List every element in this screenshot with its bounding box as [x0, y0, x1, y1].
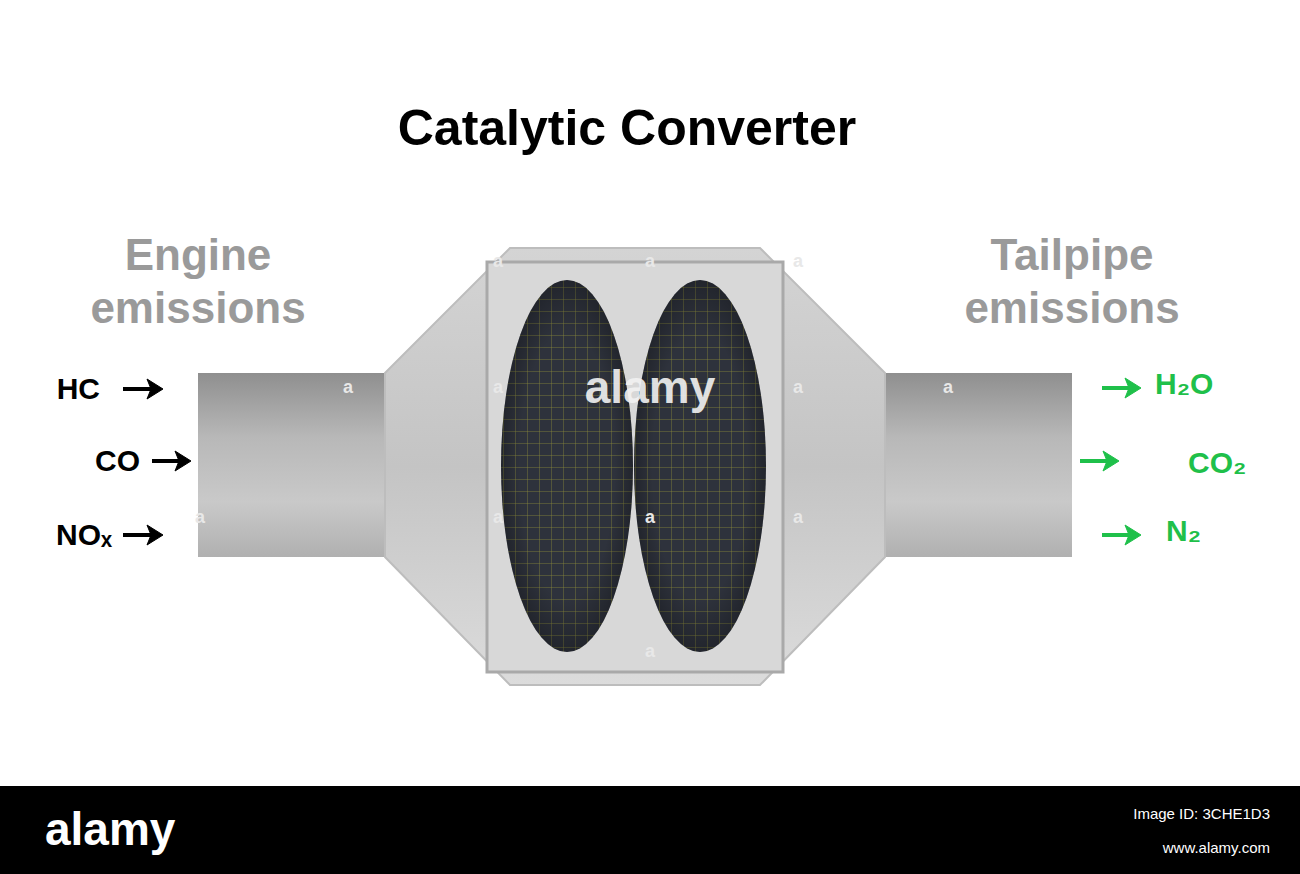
- watermark: a: [943, 377, 953, 399]
- watermark: a: [493, 251, 503, 273]
- catalyst-shade: [634, 280, 766, 652]
- watermark: a: [793, 507, 803, 529]
- gas-label: NOₓ: [56, 517, 112, 553]
- section-heading: Tailpipe emissions: [937, 229, 1207, 335]
- diagram-title: Catalytic Converter: [398, 98, 857, 158]
- gas-label: HC: [57, 371, 100, 407]
- watermark: a: [343, 377, 353, 399]
- catalyst-element: [501, 280, 633, 652]
- watermark: a: [493, 507, 503, 529]
- outlet-pipe: [872, 373, 1072, 557]
- inlet-pipe: [198, 373, 398, 557]
- converter-housing: [385, 248, 885, 685]
- watermark: a: [793, 377, 803, 399]
- watermark: a: [645, 507, 655, 529]
- watermark: a: [645, 251, 655, 273]
- output-arrows: [1080, 378, 1141, 545]
- inner-chamber: [487, 262, 783, 672]
- catalyst-shade: [501, 280, 633, 652]
- gas-label: H₂O: [1155, 366, 1213, 402]
- watermark-bar: [0, 786, 1300, 874]
- watermark: a: [493, 377, 503, 399]
- watermark: a: [645, 641, 655, 663]
- watermark: a: [793, 251, 803, 273]
- section-heading: Engine emissions: [63, 229, 333, 335]
- watermark: alamy: [585, 360, 715, 415]
- gas-label: CO: [95, 443, 140, 479]
- watermark-logo: alamy: [45, 802, 175, 857]
- image-id: Image ID: 3CHE1D3: [1133, 805, 1270, 823]
- gas-label: N₂: [1166, 513, 1201, 549]
- watermark-url: www.alamy.com: [1163, 839, 1270, 857]
- catalyst-element: [634, 280, 766, 652]
- gas-label: CO₂: [1188, 445, 1246, 481]
- watermark: a: [195, 507, 205, 529]
